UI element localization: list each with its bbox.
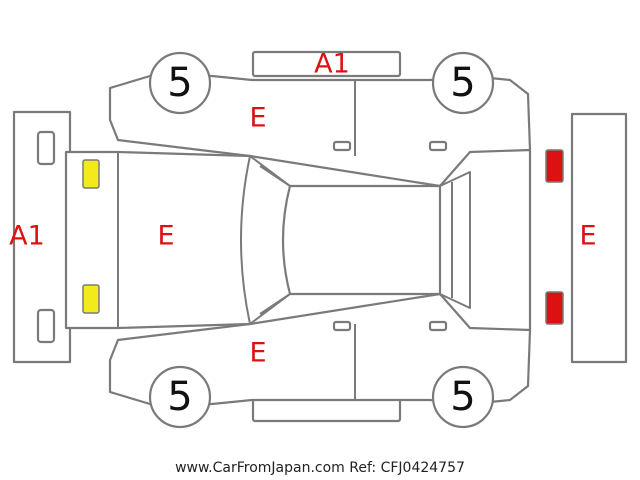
svg-text:5: 5	[167, 374, 192, 420]
taillight-top	[545, 149, 564, 183]
rear-bumper	[570, 112, 628, 364]
tire-rear-right: 5	[431, 365, 495, 429]
roof-strip-top	[251, 50, 402, 78]
footer-reference: www.CarFromJapan.com Ref: CFJ0424757	[175, 460, 465, 476]
tire-front-left: 5	[148, 51, 212, 115]
hood-damage-code: E	[157, 221, 174, 252]
car-body-top-view	[64, 148, 532, 332]
headlight-bottom	[82, 284, 100, 314]
taillight-bottom	[545, 291, 564, 325]
front-bumper-damage-code: A1	[9, 221, 45, 252]
svg-text:5: 5	[167, 60, 192, 106]
svg-text:5: 5	[450, 60, 475, 106]
roof-damage-code: A1	[314, 49, 350, 80]
side-panel-top	[108, 74, 532, 188]
rear-bumper-damage-code: E	[579, 221, 596, 252]
left-door-damage-code: E	[249, 103, 266, 134]
headlight-top	[82, 159, 100, 189]
tire-front-right: 5	[148, 365, 212, 429]
side-panel-bottom	[108, 292, 532, 406]
right-door-damage-code: E	[249, 338, 266, 369]
tire-rear-left: 5	[431, 51, 495, 115]
front-bumper	[12, 110, 72, 364]
svg-text:5: 5	[450, 374, 475, 420]
